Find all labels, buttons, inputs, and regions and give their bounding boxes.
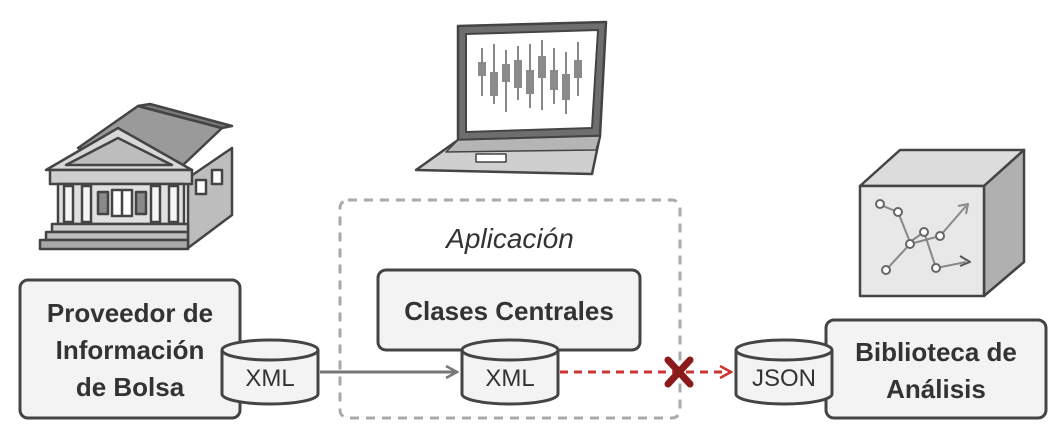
core-xml-cylinder: XML <box>460 338 560 406</box>
red-x-icon <box>664 356 694 388</box>
core-classes-label: Clases Centrales <box>404 296 614 326</box>
application-label: Aplicación <box>444 223 574 254</box>
provider-box: Proveedor de Información de Bolsa <box>18 278 242 420</box>
analytics-box-icon <box>858 148 1026 298</box>
core-classes-box: Clases Centrales <box>376 268 642 352</box>
provider-label-line-1: Proveedor de <box>47 298 213 328</box>
provider-xml-label: XML <box>245 365 294 392</box>
library-label-line-1: Biblioteca de <box>855 337 1017 367</box>
library-json-label: JSON <box>752 365 816 392</box>
laptop-chart-icon <box>414 20 608 176</box>
provider-label-line-2: Información <box>56 335 205 365</box>
library-json-cylinder: JSON <box>734 338 834 406</box>
library-box: Biblioteca de Análisis <box>824 318 1048 420</box>
library-label-line-2: Análisis <box>886 374 986 404</box>
core-xml-label: XML <box>485 365 534 392</box>
provider-xml-cylinder: XML <box>220 338 320 406</box>
provider-label-line-3: de Bolsa <box>76 372 185 402</box>
stock-exchange-building-icon <box>38 102 234 251</box>
application-frame <box>338 198 682 420</box>
